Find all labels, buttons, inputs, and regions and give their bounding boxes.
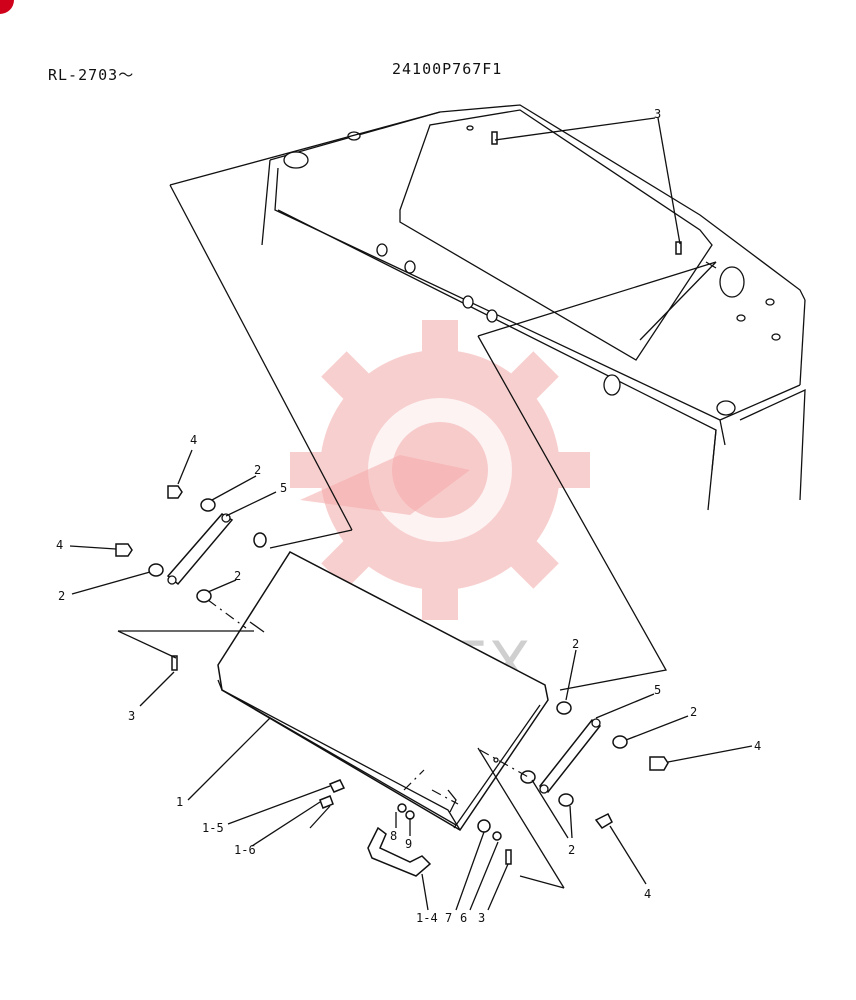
callout-2-f: 2 bbox=[568, 843, 575, 857]
callout-2-d: 2 bbox=[572, 637, 579, 651]
callout-4-d: 4 bbox=[644, 887, 651, 901]
callout-7: 7 bbox=[445, 911, 452, 925]
callout-1-6: 1-6 bbox=[234, 843, 256, 857]
callout-2-e: 2 bbox=[690, 705, 697, 719]
callout-6: 6 bbox=[460, 911, 467, 925]
model-range-label: RL-2703〜 bbox=[48, 66, 135, 84]
callout-5-right: 5 bbox=[654, 683, 661, 697]
callout-5-left: 5 bbox=[280, 481, 287, 495]
callout-labels: 3 4 2 5 4 2 2 3 1 1-5 1-6 8 9 1-4 7 6 3 … bbox=[56, 107, 761, 925]
callout-1-5: 1-5 bbox=[202, 821, 224, 835]
callout-4-c: 4 bbox=[754, 739, 761, 753]
cover-panel bbox=[217, 551, 549, 832]
callout-3-bottom: 3 bbox=[478, 911, 485, 925]
callout-3-top: 3 bbox=[654, 107, 661, 121]
left-link-assembly bbox=[115, 485, 267, 671]
callout-1: 1 bbox=[176, 795, 183, 809]
callout-4-b: 4 bbox=[56, 538, 63, 552]
callout-leaders bbox=[69, 117, 753, 911]
handle-assembly bbox=[309, 769, 512, 877]
callout-1-4: 1-4 bbox=[416, 911, 438, 925]
callout-8: 8 bbox=[390, 829, 397, 843]
callout-3-left: 3 bbox=[128, 709, 135, 723]
callout-4-a: 4 bbox=[190, 433, 197, 447]
callout-2-c: 2 bbox=[234, 569, 241, 583]
callout-2-a: 2 bbox=[254, 463, 261, 477]
callout-2-b: 2 bbox=[58, 589, 65, 603]
corner-marker-icon bbox=[0, 0, 14, 14]
watermark-logo-icon bbox=[290, 320, 590, 620]
drawing-number: 24100P767F1 bbox=[392, 60, 503, 78]
callout-9: 9 bbox=[405, 837, 412, 851]
right-link-assembly bbox=[477, 701, 669, 889]
